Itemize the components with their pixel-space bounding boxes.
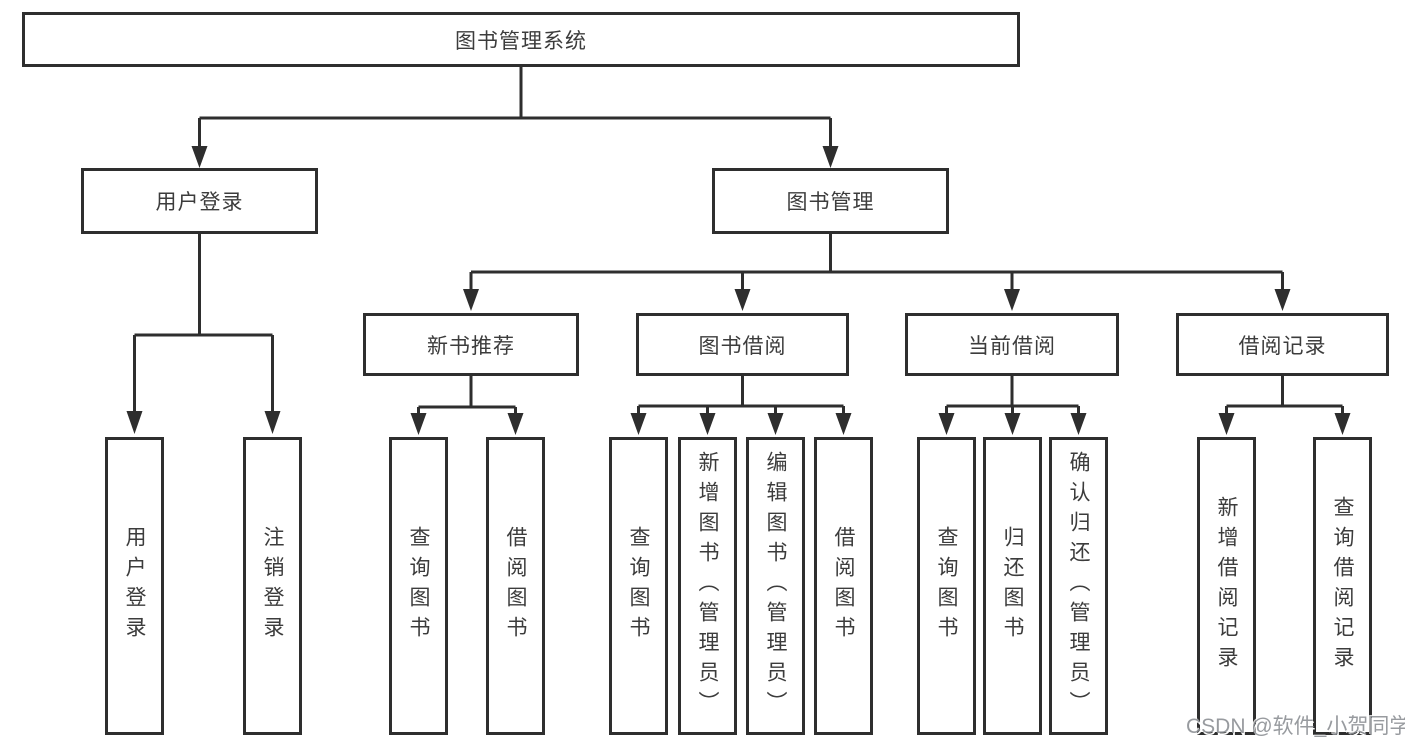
arrowhead (1004, 413, 1021, 435)
connector-current-borrow-split (945, 376, 1080, 414)
connector-book-mgmt-split (469, 234, 1284, 290)
arrowhead (126, 411, 143, 434)
arrowhead (1274, 289, 1291, 311)
connector-new-book-split (417, 376, 517, 414)
leaf-logout: 注销登录 (243, 437, 302, 735)
arrowhead (463, 289, 479, 311)
arrowhead (264, 411, 281, 434)
arrowhead (822, 146, 839, 168)
node-user-login: 用户登录 (81, 168, 318, 234)
node-root-library-system: 图书管理系统 (22, 12, 1020, 67)
connector-root-to-level2 (198, 67, 832, 147)
arrowhead (1334, 413, 1351, 435)
node-new-book-recommend: 新书推荐 (363, 313, 579, 376)
connector-book-borrow-split (637, 376, 845, 414)
connector-borrow-records-split (1225, 376, 1344, 414)
leaf-add-book-admin: 新增图书（管理员） (678, 437, 737, 735)
leaf-add-borrow-record: 新增借阅记录 (1197, 437, 1256, 735)
leaf-query-books-borrow: 查询图书 (609, 437, 668, 735)
leaf-borrow-books: 借阅图书 (814, 437, 873, 735)
arrowhead (1004, 289, 1020, 311)
arrowhead (938, 413, 955, 435)
arrowhead (1218, 413, 1235, 435)
connector-user-login-split (133, 234, 274, 412)
arrowhead (835, 413, 852, 435)
leaf-user-login: 用户登录 (105, 437, 164, 735)
leaf-edit-book-admin: 编辑图书（管理员） (746, 437, 805, 735)
arrowhead (767, 413, 784, 435)
csdn-watermark: CSDN @软件_小贺同学 (1186, 715, 1405, 738)
leaf-return-book: 归还图书 (983, 437, 1042, 735)
arrowhead (191, 146, 208, 168)
node-book-borrow: 图书借阅 (636, 313, 849, 376)
node-current-borrow: 当前借阅 (905, 313, 1119, 376)
arrowhead (699, 413, 716, 435)
arrowhead (410, 413, 427, 435)
leaf-borrow-books-recommend: 借阅图书 (486, 437, 545, 735)
node-borrow-records: 借阅记录 (1176, 313, 1389, 376)
arrowheads (126, 146, 1351, 435)
leaf-query-books-recommend: 查询图书 (389, 437, 448, 735)
arrowhead (630, 413, 647, 435)
arrowhead (507, 413, 524, 435)
arrowhead (734, 289, 751, 311)
leaf-query-books-current: 查询图书 (917, 437, 976, 735)
leaf-confirm-return-admin: 确认归还（管理员） (1049, 437, 1108, 735)
node-book-management: 图书管理 (712, 168, 949, 234)
leaf-query-borrow-record: 查询借阅记录 (1313, 437, 1372, 735)
arrowhead (1070, 413, 1087, 435)
